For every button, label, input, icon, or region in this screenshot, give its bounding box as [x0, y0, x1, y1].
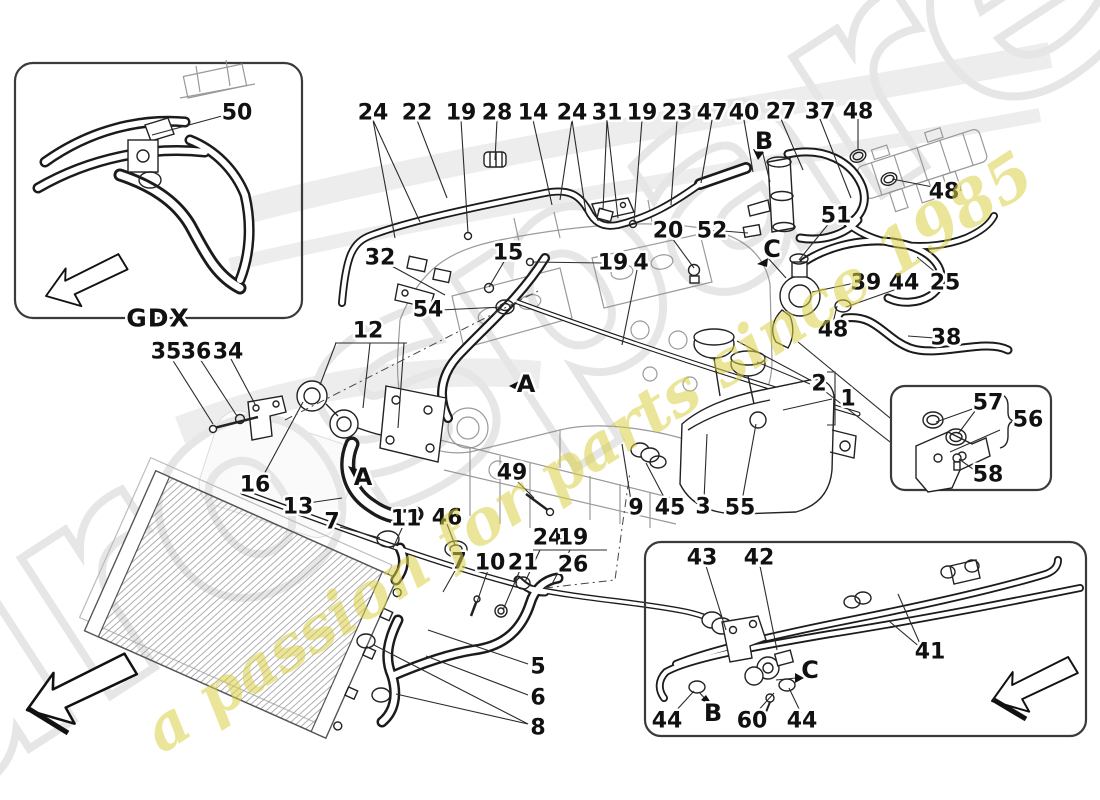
callout-49: 49 — [497, 461, 528, 486]
callout-57: 57 — [973, 391, 1004, 416]
callout-GDX: GDX — [126, 304, 190, 333]
callout-19: 19 — [627, 101, 658, 126]
leader-lines — [151, 115, 1001, 725]
callout-9: 9 — [628, 496, 643, 521]
radiator-drawing — [78, 456, 402, 740]
pump-and-valve-drawing — [747, 156, 821, 349]
inset-pipes-box — [643, 540, 1088, 738]
callout-43: 43 — [687, 546, 718, 571]
callout-24: 24 — [533, 526, 564, 551]
callout-C: C — [801, 656, 819, 684]
callout-44: 44 — [889, 271, 920, 296]
callout-5: 5 — [530, 655, 545, 680]
callout-13: 13 — [283, 495, 314, 520]
callout-19: 19 — [558, 526, 589, 551]
inset-gdx — [13, 59, 304, 320]
callout-B: B — [755, 127, 773, 155]
callout-20: 20 — [653, 219, 684, 244]
callout-3: 3 — [695, 495, 710, 520]
callout-47: 47 — [697, 101, 728, 126]
callout-A: A — [517, 370, 536, 398]
callout-7: 7 — [451, 550, 466, 575]
callout-8: 8 — [530, 716, 545, 741]
callout-B: B — [704, 699, 722, 727]
callout-6: 6 — [530, 686, 545, 711]
callout-2: 2 — [811, 372, 826, 397]
callout-42: 42 — [744, 546, 775, 571]
callout-31: 31 — [592, 101, 623, 126]
callout-1: 1 — [840, 387, 855, 412]
callout-24: 24 — [557, 101, 588, 126]
callout-32: 32 — [365, 246, 396, 271]
callout-48: 48 — [818, 318, 849, 343]
callout-10: 10 — [475, 551, 506, 576]
direction-arrows — [17, 251, 1086, 737]
callout-51: 51 — [821, 204, 852, 229]
callout-A: A — [354, 463, 373, 491]
callout-23: 23 — [662, 101, 693, 126]
callout-26: 26 — [558, 553, 589, 578]
callout-15: 15 — [493, 241, 524, 266]
callout-48: 48 — [929, 180, 960, 205]
callout-16: 16 — [240, 473, 271, 498]
callout-19: 19 — [598, 251, 629, 276]
small-fittings-drawing — [356, 149, 898, 703]
callout-39: 39 — [851, 271, 882, 296]
callout-28: 28 — [482, 101, 513, 126]
callout-14: 14 — [518, 101, 549, 126]
callout-40: 40 — [729, 101, 760, 126]
inset-bracket-56 — [889, 384, 1053, 493]
callout-C: C — [763, 235, 781, 263]
callout-7: 7 — [324, 510, 339, 535]
callout-22: 22 — [402, 101, 433, 126]
callout-24: 24 — [358, 101, 389, 126]
callout-52: 52 — [697, 219, 728, 244]
direction-arrow-inset — [984, 653, 1086, 722]
callout-4: 4 — [633, 251, 648, 276]
callout-45: 45 — [655, 496, 686, 521]
callout-56: 56 — [1013, 408, 1044, 433]
callout-44: 44 — [787, 709, 818, 734]
callout-36: 36 — [181, 340, 212, 365]
callout-27: 27 — [766, 100, 797, 125]
callout-44: 44 — [652, 709, 683, 734]
callout-11: 11 — [391, 507, 422, 532]
callout-46: 46 — [432, 506, 463, 531]
thermostat-union-drawing — [208, 380, 447, 548]
callout-58: 58 — [973, 463, 1004, 488]
callout-37: 37 — [805, 100, 836, 125]
callout-60: 60 — [737, 709, 768, 734]
callout-34: 34 — [213, 340, 244, 365]
callout-21: 21 — [508, 551, 539, 576]
callout-12: 12 — [353, 319, 384, 344]
callout-48: 48 — [843, 100, 874, 125]
callout-19: 19 — [446, 101, 477, 126]
direction-arrow-gdx — [39, 251, 135, 316]
callout-35: 35 — [151, 340, 182, 365]
callout-38: 38 — [931, 326, 962, 351]
callout-25: 25 — [930, 271, 961, 296]
callout-41: 41 — [915, 640, 946, 665]
callout-50: 50 — [222, 101, 253, 126]
callout-54: 54 — [413, 298, 444, 323]
expansion-tank-drawing — [630, 299, 857, 635]
callout-55: 55 — [725, 496, 756, 521]
